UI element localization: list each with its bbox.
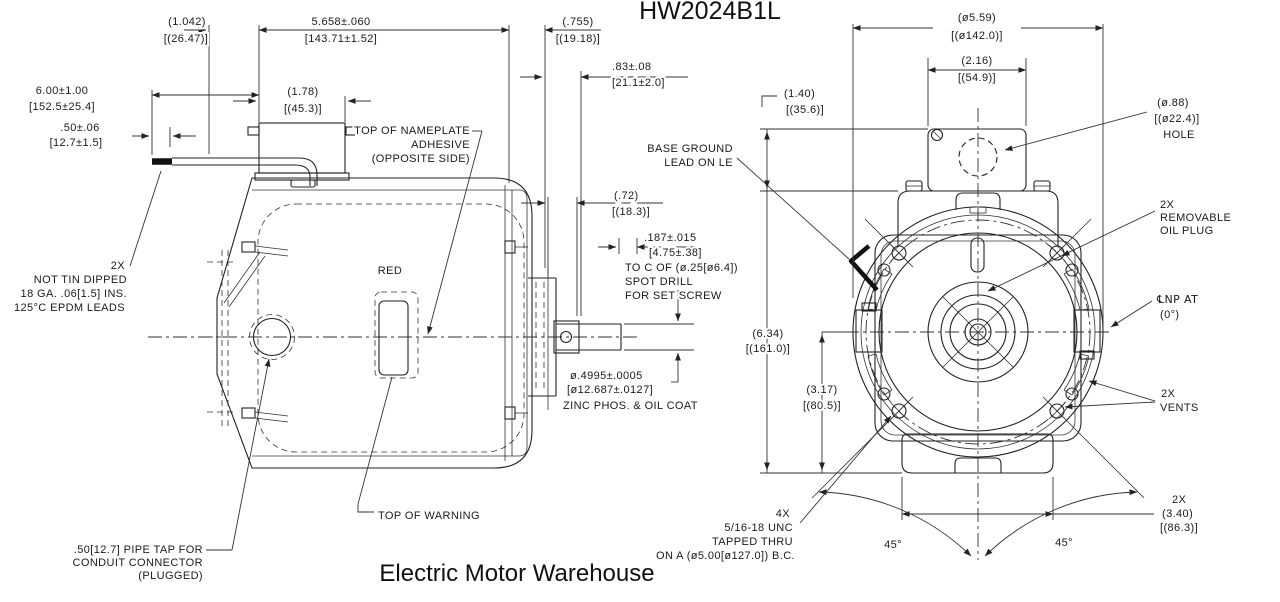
ground-note-2: LEAD ON LE bbox=[664, 157, 733, 169]
vents-note-1: 2X bbox=[1161, 388, 1176, 400]
leads-note-4: 125°C EPDM LEADS bbox=[14, 302, 125, 314]
hole-note-3: HOLE bbox=[1163, 129, 1195, 141]
shaft-dia-in: ø.4995±.0005 bbox=[570, 370, 643, 382]
leads-note-2: NOT TIN DIPPED bbox=[34, 274, 127, 286]
dim-lead-exit-mm: [(26.47)] bbox=[164, 33, 209, 45]
hole-note-1: (ø.88) bbox=[1157, 97, 1189, 109]
nameplate-note-1: TOP OF NAMEPLATE bbox=[354, 125, 470, 137]
dim-box-height-mm: [(35.6)] bbox=[786, 104, 824, 116]
dim-shaft-ext-in: .83±.08 bbox=[612, 61, 651, 73]
dim-box-mm: [(54.9)] bbox=[958, 72, 996, 84]
watermark: Electric Motor Warehouse bbox=[379, 560, 654, 587]
dim-strip-in: .50±.06 bbox=[60, 122, 99, 134]
dim-base-qty: 2X bbox=[1172, 494, 1187, 506]
leads-note-1: 2X bbox=[111, 260, 126, 272]
drawing-title: HW2024B1L bbox=[639, 0, 781, 25]
dim-body-mm: [143.71±1.52] bbox=[305, 33, 377, 45]
conduit-hole-front bbox=[958, 137, 998, 177]
leads-leader bbox=[129, 170, 162, 267]
oil-plug-leader bbox=[987, 210, 1156, 292]
setscrew-note-3: TO C OF (ø.25[ø6.4]) bbox=[625, 262, 738, 274]
np-leader bbox=[1110, 300, 1153, 328]
setscrew-note-4: SPOT DRILL bbox=[625, 276, 693, 288]
dim-lead-len-mm: [152.5±25.4] bbox=[29, 101, 95, 113]
tapped-note-2: 5/16-18 UNC bbox=[724, 522, 793, 534]
pipe-tap-note-2: CONDUIT CONNECTOR bbox=[73, 557, 203, 569]
mounting-base bbox=[901, 433, 1054, 474]
dim-lead-exit-in: (1.042) bbox=[168, 16, 206, 28]
hole-note-2: [(ø22.4)] bbox=[1154, 113, 1199, 125]
angle-right-label: 45° bbox=[1055, 537, 1073, 549]
front-view-dimensions bbox=[736, 24, 1156, 557]
angle-arc-left bbox=[818, 489, 972, 557]
setscrew-note-2: [4.75±.38] bbox=[649, 247, 702, 259]
setscrew-note-5: FOR SET SCREW bbox=[625, 290, 722, 302]
side-view-motor-body bbox=[148, 122, 640, 469]
shaft bbox=[553, 320, 622, 354]
motor-leads bbox=[152, 157, 318, 186]
dim-center-height-in: (3.17) bbox=[806, 384, 837, 396]
tapped-holes-leader bbox=[799, 415, 892, 524]
angle-arc-right bbox=[984, 489, 1138, 557]
dim-shaft-ext-mm: [21.1±2.0] bbox=[612, 77, 665, 89]
end-bell-bolt bbox=[241, 241, 289, 423]
vents-leader bbox=[1088, 380, 1156, 402]
warning-leader bbox=[357, 376, 393, 513]
labels: HW2024B1L Electric Motor Warehouse (1.04… bbox=[12, 0, 1233, 589]
dim-height-mm: [(161.0)] bbox=[746, 343, 791, 355]
pipe-tap-leader bbox=[206, 359, 269, 551]
red-label: RED bbox=[378, 265, 402, 277]
oil-plug-note-1: 2X bbox=[1160, 199, 1175, 211]
dim-body-in: 5.658±.060 bbox=[312, 16, 371, 28]
dim-lead-len-in: 6.00±1.00 bbox=[36, 85, 88, 97]
dim-center-height-mm: [(80.5)] bbox=[803, 400, 841, 412]
dim-box-width-in: (1.78) bbox=[287, 86, 318, 98]
warning-label bbox=[374, 291, 419, 379]
front-view-motor bbox=[811, 108, 1145, 560]
tapped-note-1: 4X bbox=[776, 508, 791, 520]
nameplate-leader bbox=[427, 130, 483, 335]
dim-height-in: (6.34) bbox=[752, 328, 783, 340]
dim-box-width-mm: [(45.3)] bbox=[284, 103, 322, 115]
dim-od-mm: [(ø142.0)] bbox=[951, 30, 1003, 42]
nameplate-note-2: ADHESIVE bbox=[411, 139, 470, 151]
junction-box-side bbox=[247, 122, 358, 188]
shaft-dia-mm: [ø12.687±.0127] bbox=[567, 384, 653, 396]
oil-plug-note-3: OIL PLUG bbox=[1160, 225, 1214, 237]
box-screw bbox=[930, 128, 944, 142]
hole-leader bbox=[1004, 111, 1148, 151]
dim-base-mm: [(86.3)] bbox=[1160, 522, 1198, 534]
shaft-finish: ZINC PHOS. & OIL COAT bbox=[563, 400, 698, 412]
dim-base-in: (3.40) bbox=[1162, 508, 1193, 520]
warning-note: TOP OF WARNING bbox=[378, 510, 480, 522]
dim-od-in: (ø5.59) bbox=[958, 12, 996, 24]
setscrew-note-1: .187±.015 bbox=[644, 232, 696, 244]
ground-note-1: BASE GROUND bbox=[647, 143, 733, 155]
spot-drill bbox=[559, 330, 573, 344]
tapped-note-4: ON A (ø5.00[ø127.0]) B.C. bbox=[656, 550, 795, 562]
dim-box-height-in: (1.40) bbox=[784, 88, 815, 100]
dim-box-in: (2.16) bbox=[961, 55, 992, 67]
top-vent-slot bbox=[970, 237, 985, 273]
shaft-hub bbox=[504, 240, 557, 420]
dim-strip-mm: [12.7±1.5] bbox=[50, 137, 103, 149]
np-note-2: (0°) bbox=[1160, 309, 1179, 321]
tapped-note-3: TAPPED THRU bbox=[712, 536, 793, 548]
dim-hub-in: (.72) bbox=[614, 190, 639, 202]
vents-note-2: VENTS bbox=[1160, 402, 1199, 414]
nameplate-note-3: (OPPOSITE SIDE) bbox=[372, 153, 470, 165]
angle-left-label: 45° bbox=[884, 539, 902, 551]
dim-bell-mm: [(19.18)] bbox=[556, 33, 601, 45]
pipe-tap-note-3: (PLUGGED) bbox=[138, 570, 203, 582]
ground-leader bbox=[736, 157, 850, 260]
ground-lead bbox=[848, 244, 879, 292]
np-note-1: ℄NP AT bbox=[1156, 293, 1198, 306]
pipe-tap-note-1: .50[12.7] PIPE TAP FOR bbox=[74, 544, 203, 556]
dim-bell-in: (.755) bbox=[562, 16, 593, 28]
oil-plug-note-2: REMOVABLE bbox=[1160, 212, 1231, 224]
leads-note-3: 18 GA. .06[1.5] INS. bbox=[21, 288, 127, 300]
dim-hub-mm: [(18.3)] bbox=[612, 206, 650, 218]
side-view-dimensions bbox=[129, 25, 700, 551]
